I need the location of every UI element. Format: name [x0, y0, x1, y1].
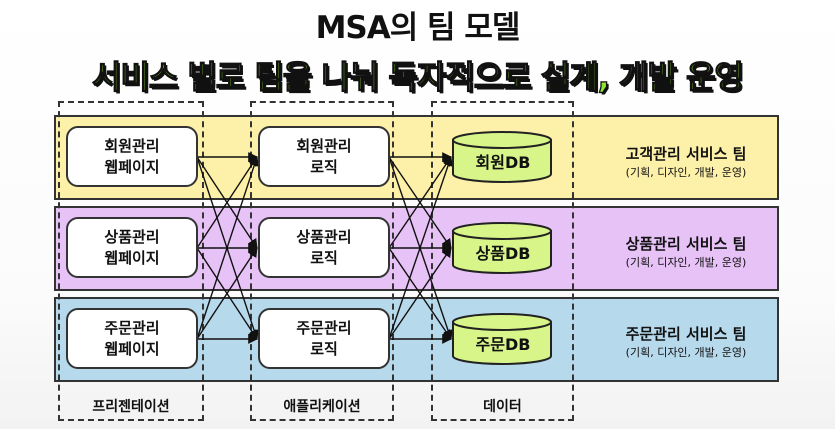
web-node-order-line1: 주문관리 [104, 318, 160, 337]
db-label-order: 주문DB [475, 335, 531, 354]
logic-node-order-line1: 주문관리 [296, 318, 352, 337]
web-node-order-line2: 웹페이지 [104, 339, 160, 358]
page-title: MSA의 팀 모델 [315, 10, 521, 46]
logic-node-product-line2: 로직 [310, 248, 338, 267]
team-name-order: 주문관리 서비스 팀 [625, 325, 747, 343]
web-node-member-line1: 회원관리 [104, 136, 160, 155]
edge-logic-2-to-db-0 [388, 156, 453, 340]
web-node-product-line1: 상품관리 [104, 227, 160, 246]
team-desc-product: (기획, 디자인, 개발, 운영) [625, 256, 747, 269]
web-node-member-line2: 웹페이지 [104, 157, 160, 176]
edge-web-2-to-logic-1 [196, 247, 258, 340]
edge-logic-2-to-db-1 [388, 247, 452, 340]
column-label-presentation: 프리젠테이션 [92, 399, 170, 415]
db-label-product: 상품DB [475, 244, 531, 263]
edge-logic-1-to-db-0 [388, 156, 452, 249]
web-node-product: 상품관리 웹페이지 [66, 217, 198, 278]
web-node-product-line2: 웹페이지 [104, 248, 160, 267]
db-cylinder-member [452, 131, 552, 183]
db-label-member: 회원DB [475, 153, 531, 172]
team-desc-order: (기획, 디자인, 개발, 운영) [625, 346, 747, 359]
edge-web-1-to-logic-0 [196, 156, 258, 249]
team-desc-customer: (기획, 디자인, 개발, 운영) [625, 166, 747, 179]
column-label-data: 데이터 [483, 399, 522, 415]
db-cylinder-product [452, 222, 552, 274]
logic-node-member-line1: 회원관리 [296, 136, 352, 155]
application-tier-box [250, 101, 394, 421]
team-name-product: 상품관리 서비스 팀 [625, 235, 747, 253]
db-cylinder-order [452, 313, 552, 365]
logic-node-order: 주문관리 로직 [258, 308, 390, 369]
logic-node-product: 상품관리 로직 [258, 217, 390, 278]
team-name-customer: 고객관리 서비스 팀 [625, 145, 747, 163]
edge-web-2-to-logic-0 [196, 156, 259, 340]
logic-node-order-line2: 로직 [310, 339, 338, 358]
logic-node-member: 회원관리 로직 [258, 126, 390, 187]
presentation-tier-box [58, 101, 204, 421]
column-label-application: 애플리케이션 [283, 399, 361, 415]
data-tier-box [431, 101, 574, 421]
logic-node-product-line1: 상품관리 [296, 227, 352, 246]
web-node-member: 회원관리 웹페이지 [66, 126, 198, 187]
page-subtitle: 서비스 별로 팀을 나눠 독자적으로 설계, 개발 운영 [91, 57, 744, 96]
web-node-order: 주문관리 웹페이지 [66, 308, 198, 369]
logic-node-member-line2: 로직 [310, 157, 338, 176]
